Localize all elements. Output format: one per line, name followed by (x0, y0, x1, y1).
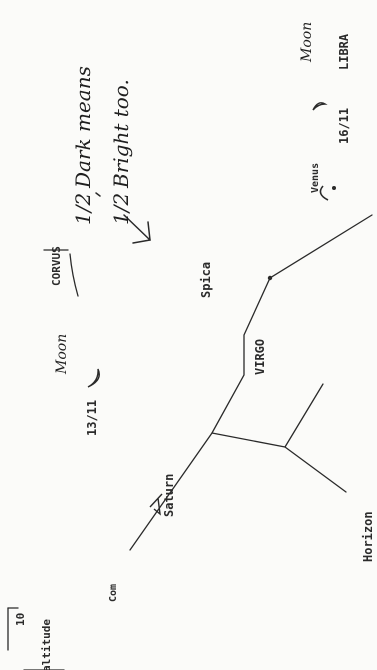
note-line-2: Bright too. (109, 79, 133, 189)
note-line-1: Dark means (71, 66, 95, 189)
note-fraction-2: 1/2 (109, 193, 133, 225)
altitude-label: altitude (40, 619, 53, 670)
virgo-branch-lower (285, 447, 346, 492)
spica-star (268, 276, 272, 280)
corvus-label: CORVUS (50, 246, 63, 286)
com-label: Com (108, 584, 119, 602)
altitude-value: 10 (14, 613, 27, 626)
moon-left-label: Moon (54, 334, 70, 375)
pointer-dash (96, 193, 100, 196)
moon-right-label: Moon (299, 22, 315, 63)
virgo-label: VIRGO (253, 339, 267, 375)
libra-label: LIBRA (337, 33, 351, 70)
moon-left-date: 13/11 (85, 400, 99, 436)
moon-left-crescent (88, 369, 99, 387)
venus-symbol (320, 186, 328, 200)
note-fraction-1: 1/2 (71, 193, 95, 225)
virgo-branch-upper (212, 433, 285, 447)
venus-dot (332, 186, 336, 190)
corvus-underline (70, 254, 78, 296)
venus-label: Venus (310, 163, 321, 193)
spica-label: Spica (199, 262, 213, 298)
saturn-symbol (150, 494, 162, 514)
saturn-label: Saturn (162, 474, 176, 517)
moon-right-date: 16/11 (337, 108, 351, 144)
virgo-branch-right (285, 384, 323, 447)
moon-right-crescent (313, 103, 325, 110)
horizon-label: Horizon (361, 511, 375, 562)
